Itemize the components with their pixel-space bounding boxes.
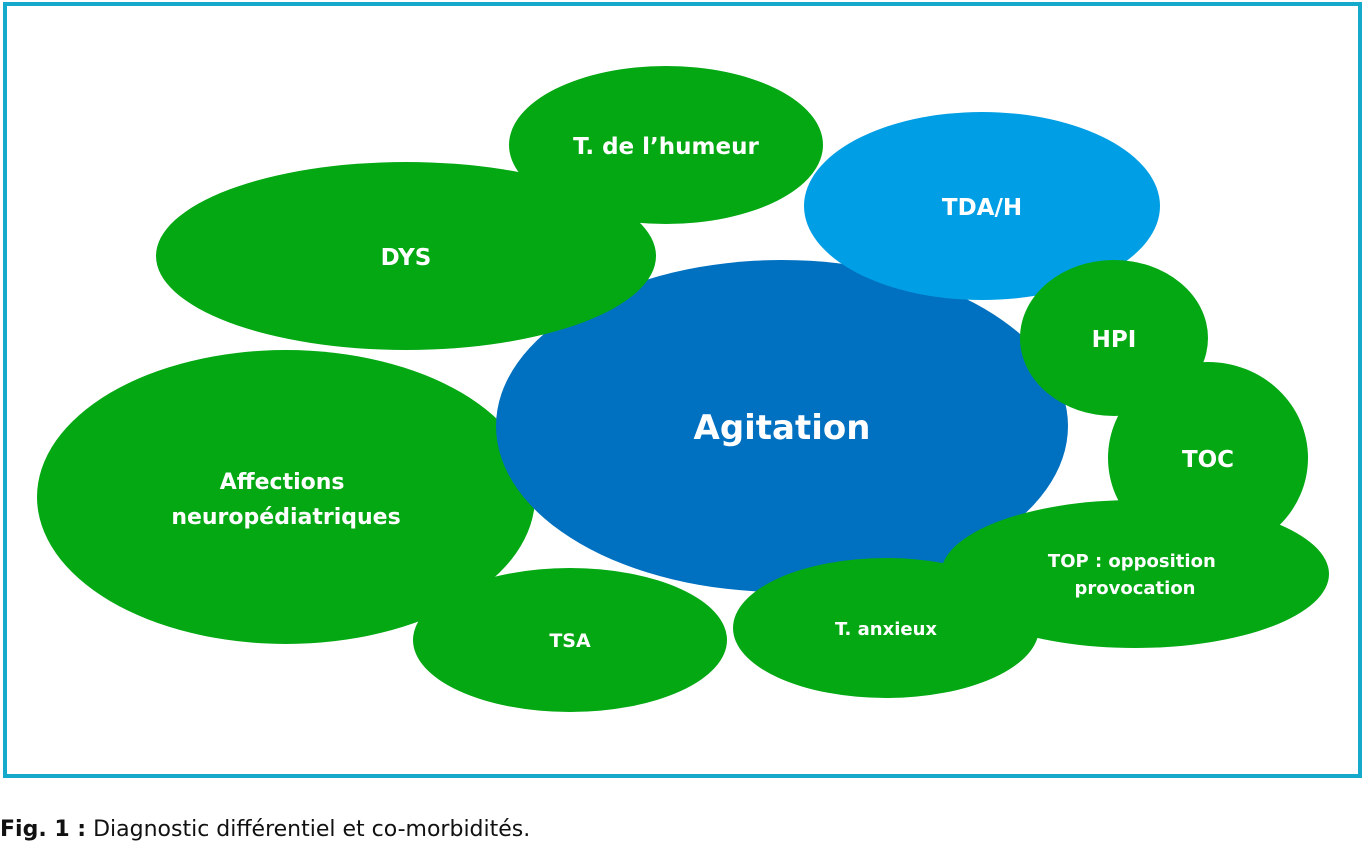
node-anxieux: T. anxieux xyxy=(733,558,1039,698)
node-affections-label: Affections neuropédiatriques xyxy=(171,470,400,530)
node-agitation-shape xyxy=(496,260,1068,592)
figure-caption-text: Diagnostic différentiel et co-morbidités… xyxy=(93,817,531,842)
node-tsa: TSA xyxy=(413,568,727,712)
node-top-label: TOP : opposition provocation xyxy=(1048,551,1222,599)
node-dys-shape xyxy=(156,162,656,350)
node-toc-label: TOC xyxy=(1182,447,1234,473)
node-affections-label-line2: neuropédiatriques xyxy=(171,505,400,530)
node-agitation: Agitation xyxy=(496,260,1068,592)
node-humeur-shape xyxy=(509,66,823,224)
node-tdah-shape xyxy=(804,112,1160,300)
node-dys: DYS xyxy=(156,162,656,350)
node-anxieux-label: T. anxieux xyxy=(835,619,937,640)
node-hpi-label: HPI xyxy=(1092,327,1137,353)
node-top: TOP : opposition provocation xyxy=(941,500,1329,648)
node-hpi: HPI xyxy=(1020,260,1208,416)
node-dys-label: DYS xyxy=(381,245,432,271)
node-humeur: T. de l’humeur xyxy=(509,66,823,224)
node-top-label-line2: provocation xyxy=(1075,578,1196,599)
node-humeur-label: T. de l’humeur xyxy=(573,134,759,160)
node-agitation-label: Agitation xyxy=(694,408,871,448)
figure-caption-label: Fig. 1 : xyxy=(0,817,87,842)
node-affections-label-line1: Affections xyxy=(220,470,345,495)
node-tdah: TDA/H xyxy=(804,112,1160,300)
diagram-frame xyxy=(3,2,1362,778)
figure-caption: Fig. 1 : Diagnostic différentiel et co-m… xyxy=(0,817,530,842)
node-top-label-line1: TOP : opposition xyxy=(1048,551,1216,572)
comorbidity-diagram: TSA Affections neuropédiatriques Agitati… xyxy=(3,2,1362,778)
node-tsa-shape xyxy=(413,568,727,712)
node-hpi-shape xyxy=(1020,260,1208,416)
node-anxieux-shape xyxy=(733,558,1039,698)
node-top-shape xyxy=(941,500,1329,648)
node-tdah-label: TDA/H xyxy=(942,195,1022,221)
node-affections-shape xyxy=(37,350,535,644)
node-tsa-label: TSA xyxy=(549,630,591,652)
node-affections: Affections neuropédiatriques xyxy=(37,350,535,644)
